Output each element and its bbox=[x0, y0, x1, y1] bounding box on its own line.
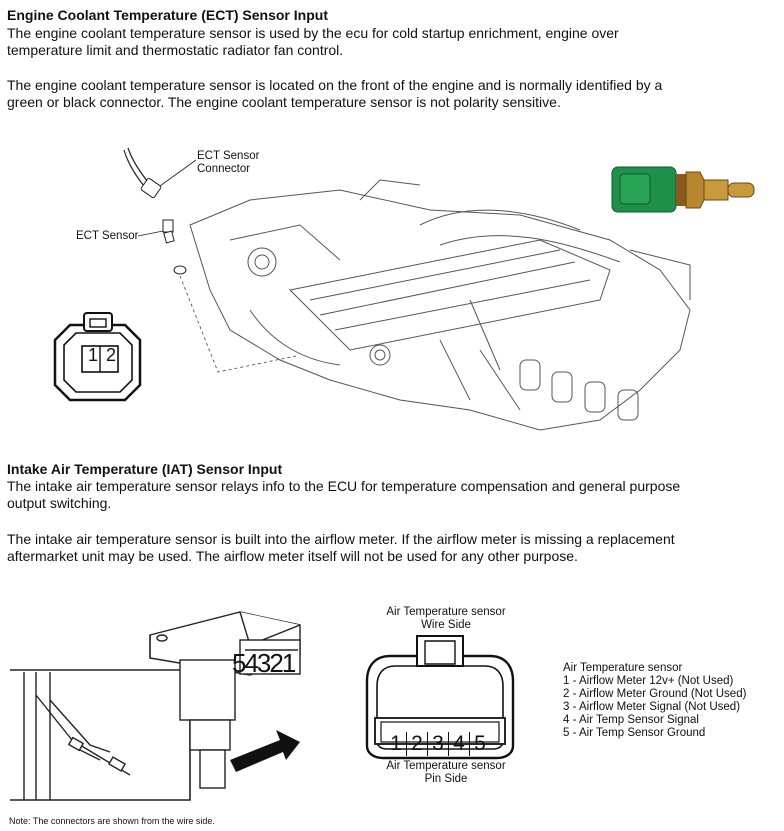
pin-legend-title: Air Temperature sensor bbox=[563, 662, 683, 674]
ect-location-dashed-line bbox=[179, 275, 297, 373]
airflow-meter-diagram bbox=[10, 611, 301, 801]
iat-heading: Intake Air Temperature (IAT) Sensor Inpu… bbox=[7, 461, 283, 477]
pin-legend-item: 3 - Airflow Meter Signal (Not Used) bbox=[563, 701, 741, 713]
ect-para2-line1: The engine coolant temperature sensor is… bbox=[7, 77, 663, 93]
pin-legend: Air Temperature sensor 1 - Airflow Meter… bbox=[563, 662, 746, 740]
iat-connector-pinout-icon bbox=[365, 635, 515, 760]
iat-pin-5: 5 bbox=[474, 732, 486, 755]
iat-paragraph-2: The intake air temperature sensor is bui… bbox=[7, 531, 675, 565]
ect-wire bbox=[127, 147, 149, 183]
ect-connector-pinout-icon bbox=[53, 312, 142, 402]
ect-paragraph-1: The engine coolant temperature sensor is… bbox=[7, 25, 619, 59]
ect-paragraph-2: The engine coolant temperature sensor is… bbox=[7, 77, 662, 111]
iat-para2-line2: aftermarket unit may be used. The airflo… bbox=[7, 548, 578, 564]
pin-side-label: Air Temperature sensor Pin Side bbox=[376, 760, 516, 786]
engine-illustration bbox=[189, 179, 691, 431]
ect-sensor-label: ECT Sensor bbox=[76, 230, 139, 242]
ect-pin-1: 1 bbox=[87, 345, 98, 365]
ect-connector-label: ECT Sensor Connector bbox=[197, 150, 259, 176]
iat-para1-line2: output switching. bbox=[7, 495, 112, 511]
wire-side-label: Air Temperature sensor Wire Side bbox=[376, 606, 516, 632]
iat-para2-line1: The intake air temperature sensor is bui… bbox=[7, 531, 675, 547]
iat-paragraph-1: The intake air temperature sensor relays… bbox=[7, 478, 680, 512]
pin-legend-item: 4 - Air Temp Sensor Signal bbox=[563, 714, 699, 726]
iat-pin-4: 4 bbox=[449, 732, 470, 756]
ect-sensor-photo-icon bbox=[611, 166, 755, 213]
ect-para1-line2: temperature limit and thermostatic radia… bbox=[7, 42, 344, 58]
iat-pin-3: 3 bbox=[428, 732, 449, 756]
ect-engine-diagram bbox=[53, 147, 755, 431]
ect-heading: Engine Coolant Temperature (ECT) Sensor … bbox=[7, 7, 328, 23]
wire-side-label-line2: Wire Side bbox=[421, 619, 471, 631]
ect-connector-plug-icon bbox=[140, 177, 162, 199]
airflow-direction-arrow-icon bbox=[230, 730, 300, 772]
ect-pin-2: 2 bbox=[105, 345, 116, 365]
connector-note: Note: The connectors are shown from the … bbox=[9, 816, 215, 826]
ect-connector-leader bbox=[159, 159, 197, 187]
iat-para1-line1: The intake air temperature sensor relays… bbox=[7, 478, 681, 494]
iat-pin-2: 2 bbox=[407, 732, 428, 756]
wire-side-label-line1: Air Temperature sensor bbox=[386, 606, 506, 618]
ect-sensor-drawing-icon bbox=[137, 219, 187, 275]
pin-side-label-line2: Pin Side bbox=[424, 773, 468, 785]
ect-wire-2 bbox=[123, 149, 145, 187]
iat-pin-1: 1 bbox=[386, 732, 407, 756]
ect-para1-line1: The engine coolant temperature sensor is… bbox=[7, 25, 619, 41]
meter-pin-numbers: 54321 bbox=[232, 648, 296, 678]
pin-legend-item: 1 - Airflow Meter 12v+ (Not Used) bbox=[563, 675, 734, 687]
ect-para2-line2: green or black connector. The engine coo… bbox=[7, 94, 561, 110]
pin-side-label-line1: Air Temperature sensor bbox=[386, 760, 506, 772]
pin-legend-item: 5 - Air Temp Sensor Ground bbox=[563, 727, 706, 739]
ect-connector-label-line1: ECT Sensor bbox=[197, 150, 260, 162]
ect-connector-label-line2: Connector bbox=[197, 163, 251, 175]
pin-legend-item: 2 - Airflow Meter Ground (Not Used) bbox=[563, 688, 747, 700]
